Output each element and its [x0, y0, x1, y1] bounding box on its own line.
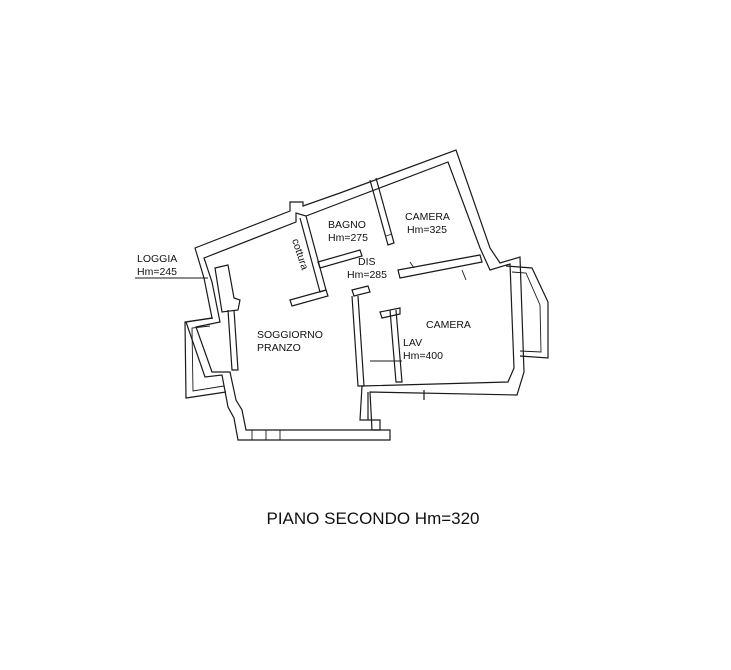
label-loggia: LOGGIA	[137, 253, 177, 265]
plan-title: PIANO SECONDO Hm=320	[266, 509, 479, 528]
label-camera-2: CAMERA	[426, 319, 471, 331]
label-pranzo: PRANZO	[257, 342, 301, 354]
outer-walls	[185, 149, 525, 441]
label-lav: LAV	[403, 337, 422, 349]
label-bagno: BAGNO	[328, 219, 366, 231]
label-cottura: cottura	[289, 237, 310, 271]
leader-lines	[135, 277, 402, 362]
label-camera-1-height: Hm=325	[407, 224, 447, 236]
label-dis-height: Hm=285	[347, 269, 387, 281]
label-camera-1: CAMERA	[405, 211, 450, 223]
label-dis: DIS	[358, 256, 376, 268]
label-soggiorno: SOGGIORNO	[257, 329, 323, 341]
label-loggia-height: Hm=245	[137, 266, 177, 278]
interior-walls	[214, 177, 483, 440]
left-balcony	[184, 317, 227, 399]
right-balcony	[505, 265, 549, 359]
label-bagno-height: Hm=275	[328, 232, 368, 244]
label-lav-height: Hm=400	[403, 350, 443, 362]
